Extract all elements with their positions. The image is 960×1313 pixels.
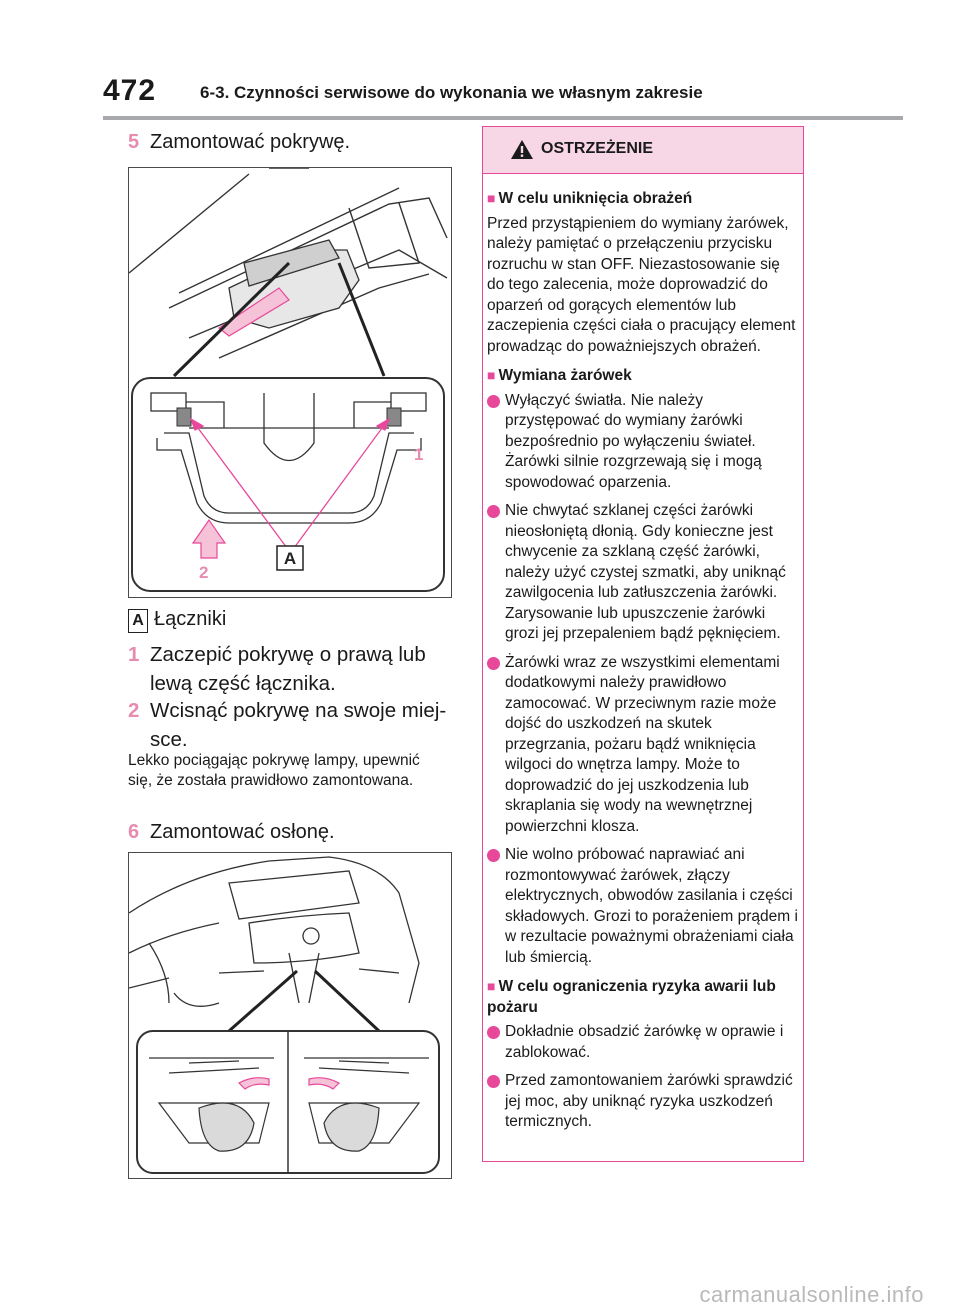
label-A: A	[284, 549, 296, 568]
step-6: 6 Zamontować osłonę.	[128, 818, 335, 846]
page-number: 472	[103, 74, 157, 107]
warning-body: ■W celu uniknięcia obrażeń Przed przystą…	[483, 174, 803, 1133]
figure-shield-install	[128, 852, 452, 1179]
warning-title: OSTRZEŻENIE	[541, 140, 654, 157]
bullet-dot-icon	[487, 394, 500, 408]
substep-2: 2 Wcisnąć pokrywę na swoje miej-sce.	[128, 696, 446, 754]
label-2: 2	[199, 563, 208, 582]
step-text: Zamontować pokrywę.	[150, 131, 351, 153]
section-title: 6-3. Czynności serwisowe do wykonania we…	[200, 83, 703, 102]
step-number: 6	[128, 821, 140, 843]
substep-1: 1 Zaczepić pokrywę o prawą lub lewą część …	[128, 640, 426, 698]
legend-connectors: A Łączniki	[128, 608, 226, 633]
step-5: 5 Zamontować pokrywę.	[128, 128, 350, 156]
figure-cover-install: A 1 2	[128, 167, 452, 598]
step-number: 5	[128, 131, 140, 153]
cover-install-illustration: A 1 2	[128, 167, 448, 592]
warning-subheading: ■W celu uniknięcia obrażeń	[487, 190, 693, 207]
substep-line: Zaczepić pokrywę o prawą lub	[150, 643, 426, 666]
square-bullet-icon: ■	[487, 367, 496, 383]
bullet-dot-icon	[487, 1075, 500, 1088]
legend-text: Łączniki	[154, 608, 227, 630]
square-bullet-icon: ■	[487, 978, 496, 994]
square-bullet-icon: ■	[487, 190, 496, 206]
warning-box: OSTRZEŻENIE ■W celu uniknięcia obrażeń P…	[482, 126, 804, 1162]
warning-bullet: Dokładnie obsadzić żarówkę w oprawie i z…	[487, 1022, 799, 1063]
header-rule	[103, 116, 903, 120]
watermark: carmanualsonline.info	[699, 1282, 924, 1307]
warning-subheading: ■Wymiana żarówek	[487, 367, 632, 384]
warning-paragraph: Przed przystąpieniem do wymiany żarówek,…	[487, 214, 796, 355]
warning-bullet: Wyłączyć światła. Nie należy przystępowa…	[487, 391, 799, 494]
warning-triangle-icon	[511, 140, 533, 159]
bullet-dot-icon	[487, 656, 500, 670]
bullet-dot-icon	[487, 1026, 500, 1039]
substep-line: sce.	[150, 728, 188, 751]
legend-badge: A	[128, 609, 148, 633]
warning-bullet: Nie wolno próbować naprawiać ani rozmont…	[487, 845, 799, 968]
warning-subheading: ■W celu ograniczenia ryzyka awarii lub p…	[487, 978, 776, 1016]
step-text: Zamontować osłonę.	[150, 821, 335, 843]
warning-header: OSTRZEŻENIE	[483, 127, 803, 174]
substep-number: 1	[128, 643, 140, 666]
bullet-dot-icon	[487, 849, 500, 862]
shield-install-illustration	[128, 856, 440, 1174]
warning-bullet: Przed zamontowaniem żarówki sprawdzić je…	[487, 1071, 799, 1133]
substep-number: 2	[128, 699, 140, 722]
bullet-dot-icon	[487, 505, 500, 518]
page-header: 472 6-3. Czynności serwisowe do wykonani…	[0, 0, 960, 120]
substep-line: Wcisnąć pokrywę na swoje miej-	[150, 699, 447, 722]
substep-line: lewą część łącznika.	[150, 672, 336, 695]
warning-bullet: Żarówki wraz ze wszystkimi elementami do…	[487, 653, 799, 838]
label-1: 1	[414, 445, 423, 464]
warning-bullet: Nie chwytać szklanej części żarówki nieo…	[487, 501, 799, 645]
install-note: Lekko pociągając pokrywę lampy, upewnić …	[128, 752, 420, 789]
